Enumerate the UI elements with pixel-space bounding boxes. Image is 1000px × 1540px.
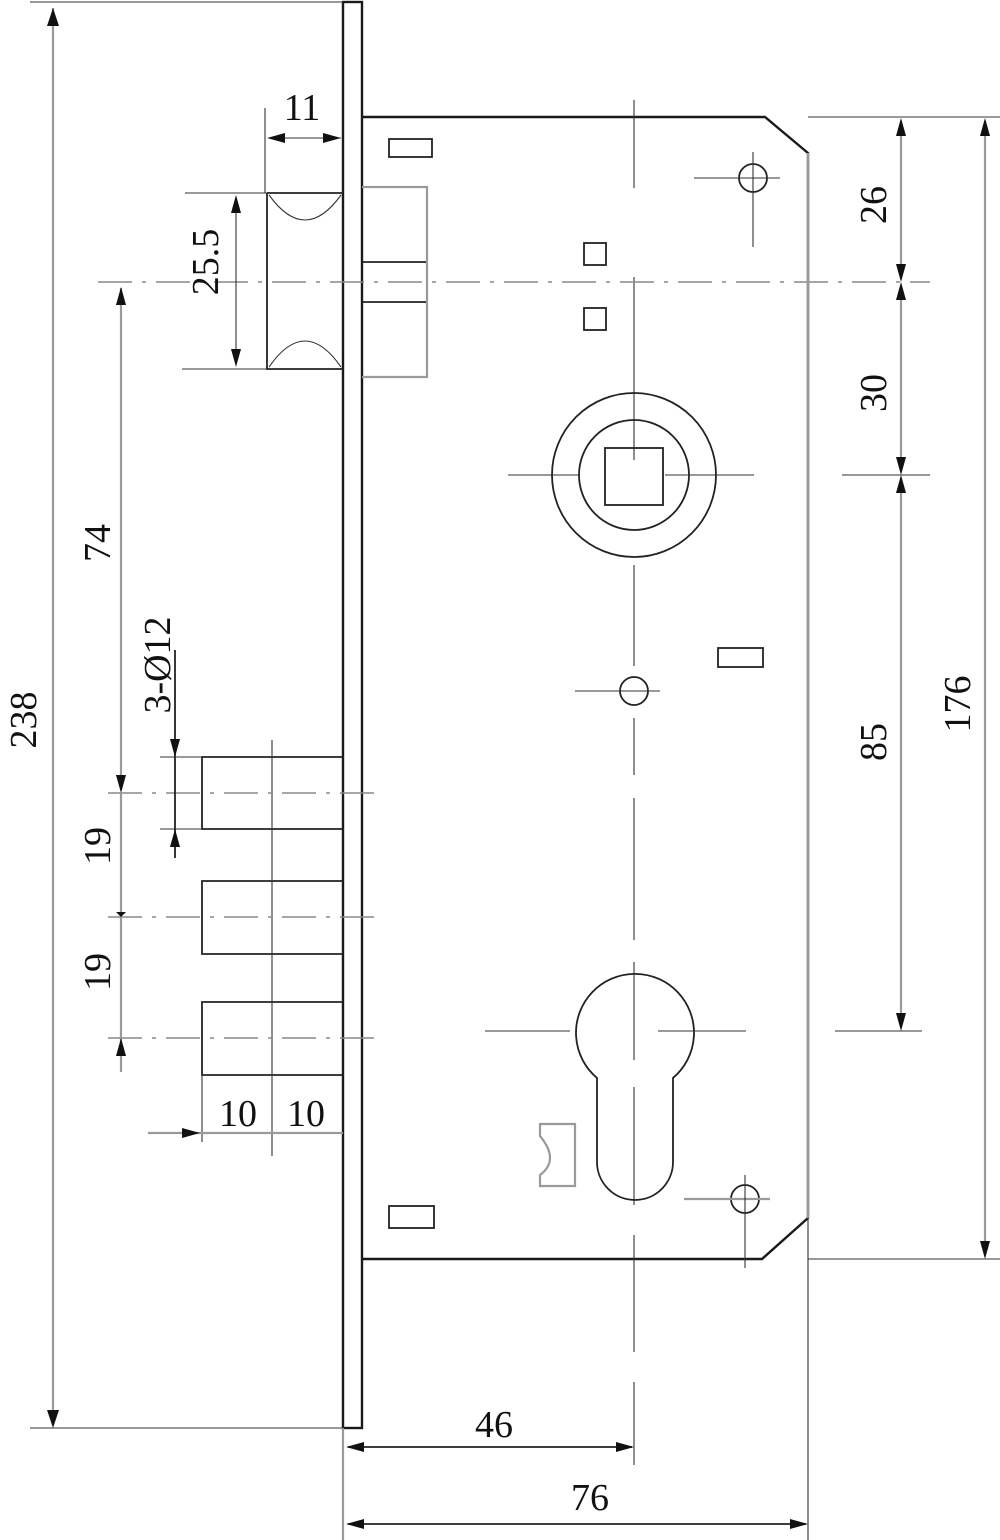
dim-label-25-5: 25.5 [185,229,227,296]
dim-backset: 46 [341,1404,634,1540]
dim-body-height: 176 [937,118,990,1259]
dim-overall-height: 238 [3,1,343,1429]
dim-latch-to-spindle: 26 [853,118,906,282]
dim-label-19-b: 19 [77,953,119,991]
dim-latch-height: 25.5 [182,192,267,370]
dim-label-238: 238 [3,692,45,749]
cylinder-cutout [485,972,746,1201]
cam-notch [538,1122,577,1188]
dim-label-19-a: 19 [77,827,119,865]
dim-label-3-dia-12: 3-Ø12 [137,616,179,713]
dim-bolt-pitch: 19 19 [77,793,126,1072]
dim-label-176: 176 [937,676,979,733]
dim-bolt-diameter: 3-Ø12 [137,616,202,858]
faceplate [341,0,364,1430]
dim-label-10-b: 10 [287,1093,325,1135]
dim-label-26: 26 [853,186,895,224]
square-hole-2 [583,307,607,331]
slot-bottom-left [388,1205,435,1229]
dim-label-46: 46 [475,1404,513,1446]
mounting-hole-middle [575,676,660,706]
spindle-hub [508,392,754,558]
latch-housing [362,185,429,379]
dim-label-11: 11 [284,87,321,129]
square-hole-1 [583,242,607,266]
dim-bolt-offsets: 10 10 [148,1075,343,1142]
dim-latch-to-bolt: 74 [77,287,126,793]
dim-label-10-a: 10 [219,1093,257,1135]
dim-label-76: 76 [571,1477,609,1519]
mounting-hole-top [694,152,780,247]
dim-label-30: 30 [853,374,895,412]
dim-label-85: 85 [853,723,895,761]
dim-spindle-to-cylinder: 85 [853,475,906,1031]
dim-latch-width: 11 [264,87,341,193]
dim-body-depth: 76 [346,1218,809,1540]
dim-label-74: 74 [77,524,119,562]
lock-body [362,115,810,1261]
slot-top-left [388,138,433,158]
latch-bolt [266,192,343,370]
mounting-hole-bottom [684,1175,770,1268]
slot-middle-right [717,647,764,668]
dim-spindle-offset: 30 [853,282,906,475]
